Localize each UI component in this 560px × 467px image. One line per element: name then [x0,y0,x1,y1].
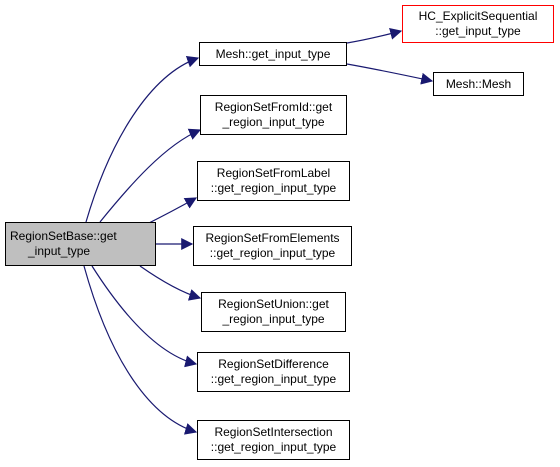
node-mesh-mesh[interactable]: Mesh::Mesh [433,72,524,96]
node-hc-explicit-sequential-get-input-type[interactable]: HC_ExplicitSequential ::get_input_type [402,5,554,43]
node-label-line: _input_type [28,244,91,258]
node-regionsetfromlabel-get-region-input-type[interactable]: RegionSetFromLabel ::get_region_input_ty… [197,161,350,201]
node-mesh-get-input-type[interactable]: Mesh::get_input_type [199,42,347,66]
node-label-line: RegionSetFromLabel [216,166,331,180]
edge-root-to-intersection [83,265,198,435]
node-label-line: Mesh::get_input_type [215,46,331,61]
node-label-line: HC_ExplicitSequential [418,9,538,23]
node-label-line: RegionSetFromId::get [214,100,333,114]
node-label-line: ::get_region_input_type [210,440,337,454]
node-label-line: RegionSetDifference [218,357,329,371]
node-label-line: RegionSetUnion::get [218,297,329,311]
node-regionsetfromid-get-region-input-type[interactable]: RegionSetFromId::get _region_input_type [200,95,347,135]
node-label-line: ::get_region_input_type [209,246,336,260]
node-regionsetbase-get-input-type[interactable]: RegionSetBase::get _input_type [5,222,156,266]
node-label-line: ::get_region_input_type [210,372,337,386]
edge-root-to-union [139,265,202,301]
node-regionsetfromelements-get-region-input-type[interactable]: RegionSetFromElements ::get_region_input… [193,226,352,266]
edge-root-to-from-label [144,197,198,226]
edge-mesh-get-input-type-to-hc-explicit-sequential [346,27,403,44]
node-label-line: ::get_region_input_type [210,181,337,195]
edge-root-to-from-id [99,128,202,223]
node-label-line: RegionSetBase::get [10,229,117,243]
node-regionsetdifference-get-region-input-type[interactable]: RegionSetDifference ::get_region_input_t… [197,352,350,392]
node-label-line: RegionSetFromElements [205,231,340,245]
node-label-line: ::get_input_type [435,24,521,38]
node-label-line: RegionSetIntersection [214,425,333,439]
edge-mesh-get-input-type-to-mesh-mesh [346,63,434,85]
node-regionsetunion-get-region-input-type[interactable]: RegionSetUnion::get _region_input_type [201,292,346,332]
edge-root-to-difference [91,265,198,368]
node-label-line: Mesh::Mesh [445,76,512,91]
node-regionsetintersection-get-region-input-type[interactable]: RegionSetIntersection ::get_region_input… [197,420,350,460]
node-label-line: _region_input_type [222,312,325,326]
edge-root-to-mesh-get-input-type [85,55,200,223]
node-label-line: _region_input_type [222,115,325,129]
